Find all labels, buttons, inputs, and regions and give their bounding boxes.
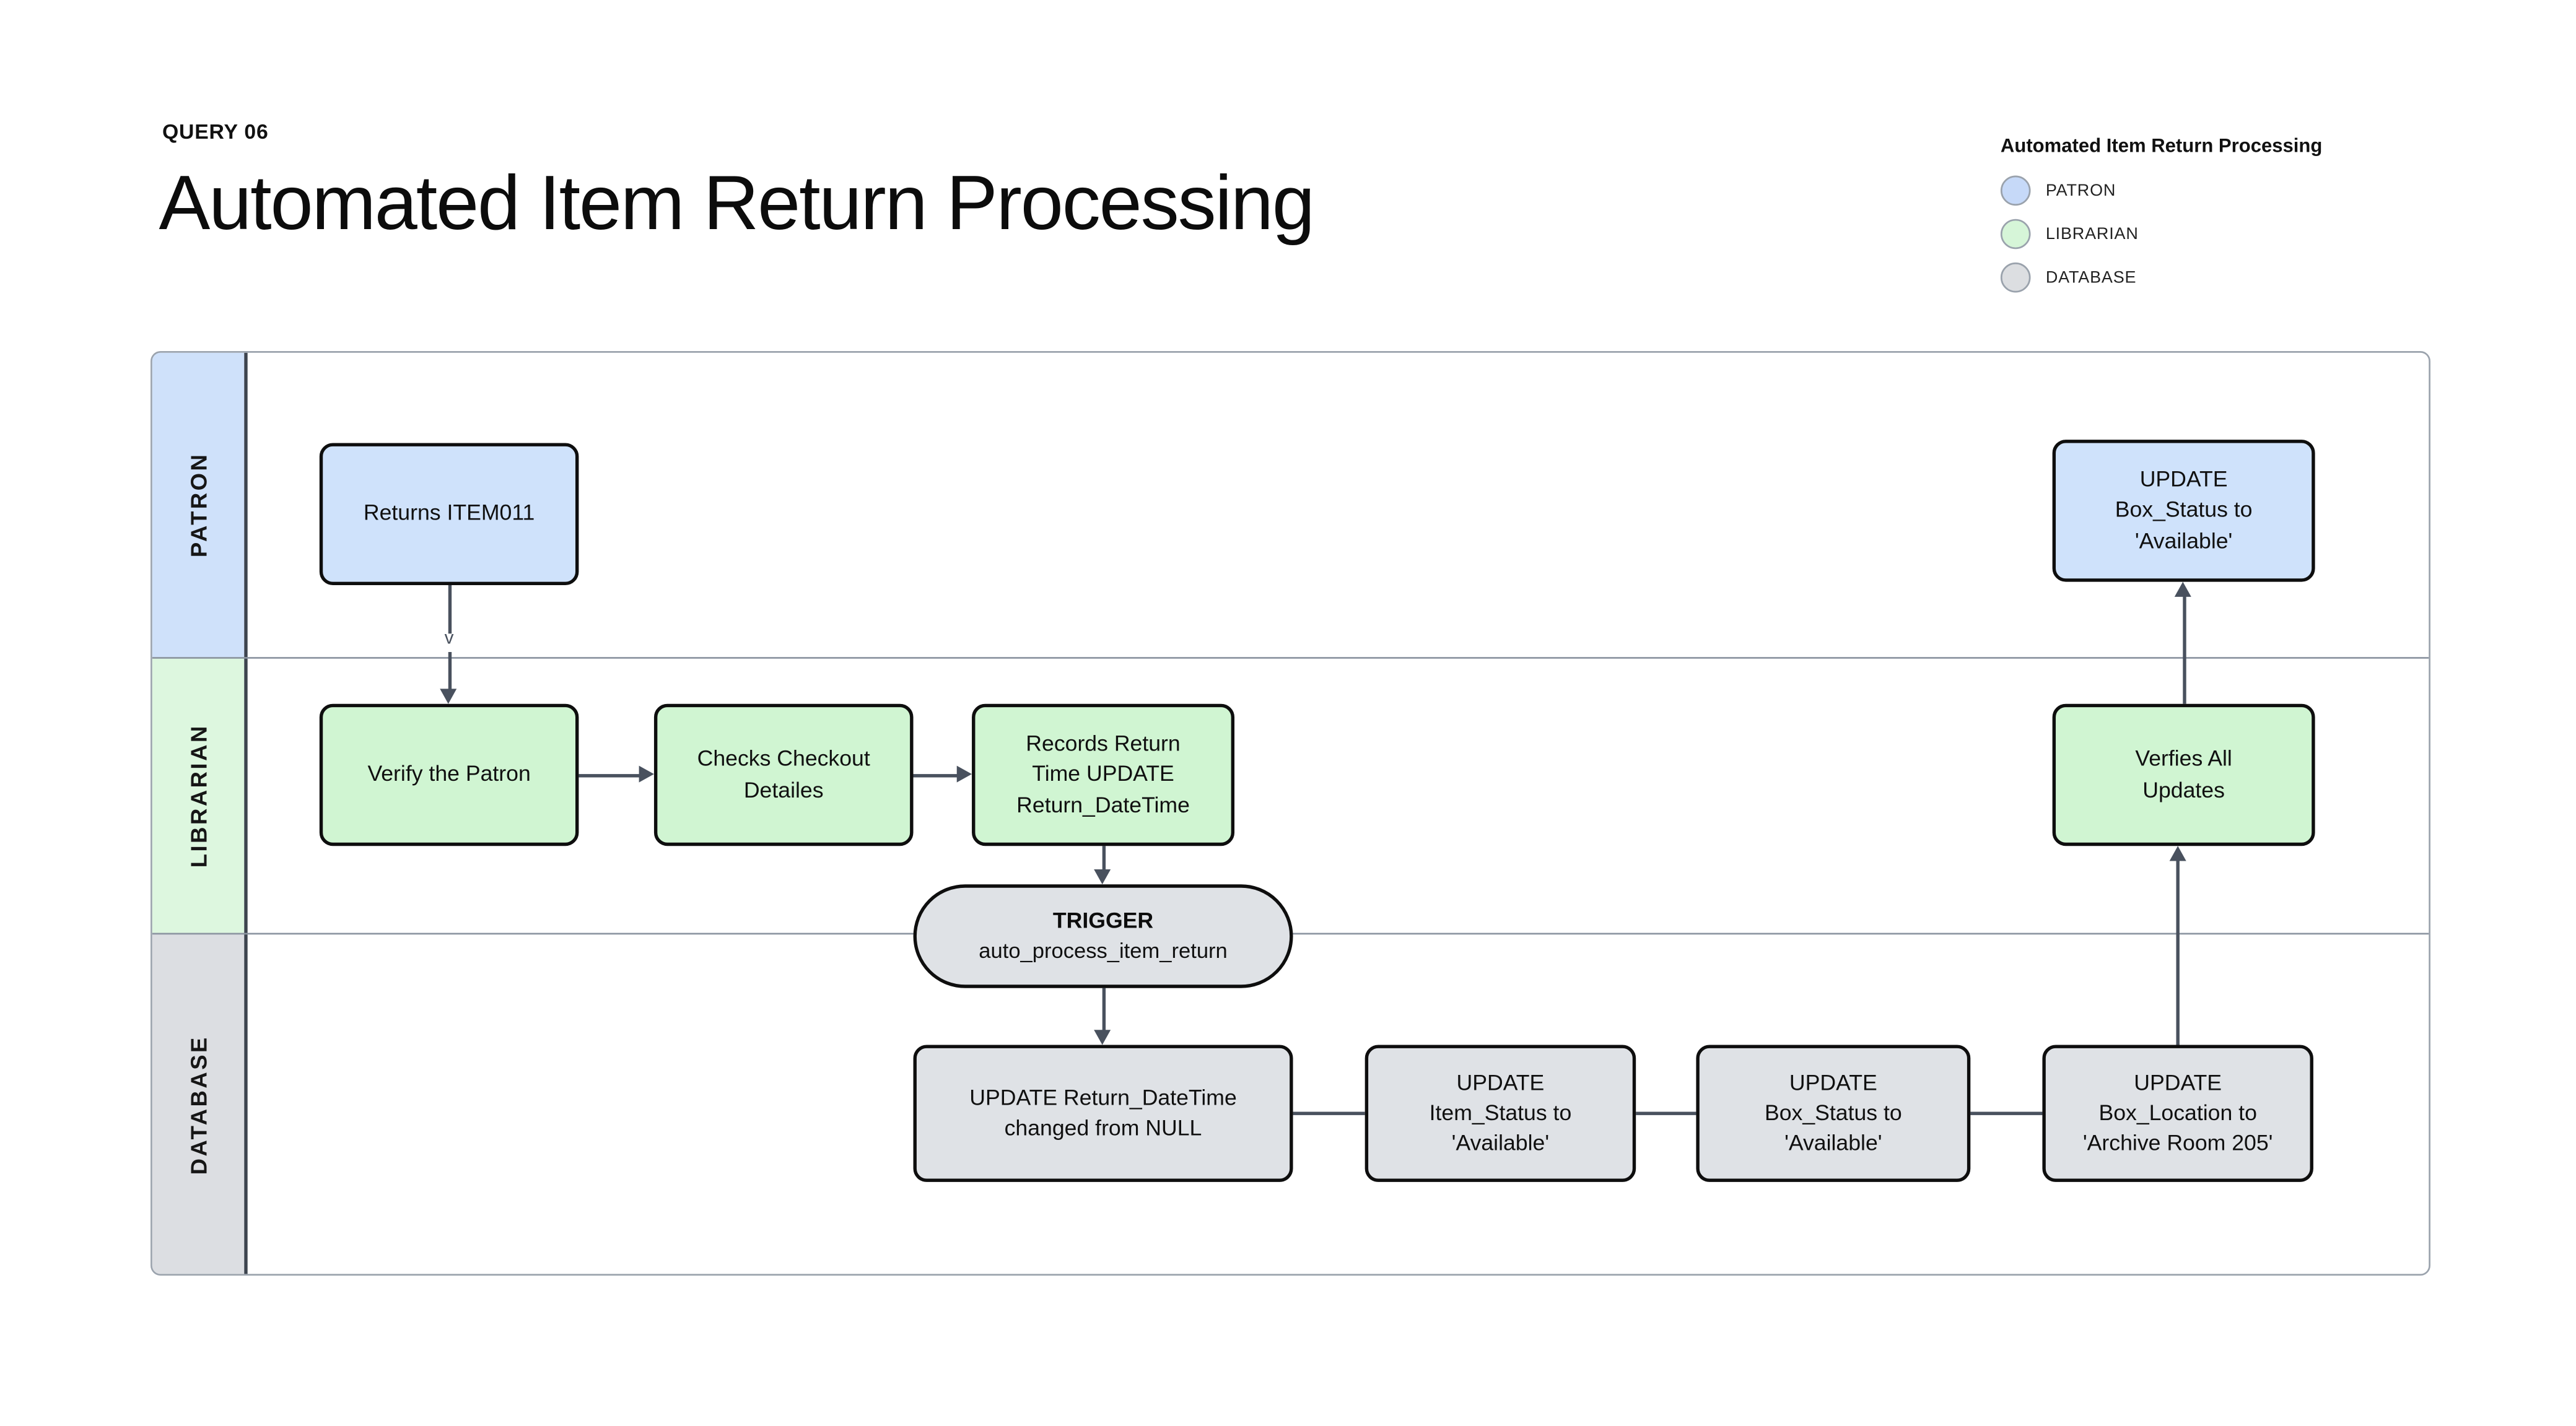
node-update-item-status: UPDATE Item_Status to 'Available' — [1364, 1045, 1636, 1182]
legend-item-librarian: LIBRARIAN — [2000, 217, 2322, 251]
node-update-box-location-label: UPDATE Box_Location to 'Archive Room 205… — [2082, 1069, 2273, 1155]
arrow-returns-to-verify-vglyph: v — [444, 628, 454, 649]
node-records-return-time: Records Return Time UPDATE Return_DateTi… — [972, 703, 1235, 846]
query-number: QUERY 06 — [162, 120, 269, 144]
arrow-verify-to-checks-head — [639, 765, 654, 783]
node-returns-item011-label: Returns ITEM011 — [363, 500, 535, 526]
lane-boundary-patron-librarian — [152, 657, 2429, 659]
legend-item-database: DATABASE — [2000, 261, 2322, 294]
connector-db3-db4 — [1970, 1111, 2043, 1115]
swimlane-container: PATRON LIBRARIAN DATABASE v — [151, 351, 2430, 1276]
arrow-trigger-to-dbupdate-line — [1101, 988, 1105, 1032]
arrow-verify-to-checks-line — [579, 773, 641, 777]
node-update-box-status-db-label: UPDATE Box_Status to 'Available' — [1764, 1069, 1902, 1155]
legend: Automated Item Return Processing PATRON … — [2000, 137, 2323, 304]
legend-label: PATRON — [2045, 181, 2116, 200]
trigger-title: TRIGGER — [1052, 908, 1154, 934]
trigger-subtitle: auto_process_item_return — [979, 938, 1228, 963]
node-checks-checkout-detailes: Checks Checkout Detailes — [653, 703, 914, 846]
arrow-records-to-trigger-line — [1101, 846, 1105, 871]
arrow-checks-to-records-head — [956, 765, 972, 783]
node-update-item-status-label: UPDATE Item_Status to 'Available' — [1429, 1069, 1572, 1155]
legend-title: Automated Item Return Processing — [2000, 137, 2323, 157]
lane-strip-patron: PATRON — [152, 352, 245, 658]
legend-swatch-patron — [2000, 175, 2031, 206]
lane-label-patron: PATRON — [185, 452, 211, 558]
node-returns-item011: Returns ITEM011 — [319, 443, 579, 585]
legend-item-patron: PATRON — [2000, 174, 2322, 207]
arrow-returns-to-verify-line-top — [447, 585, 451, 634]
legend-swatch-librarian — [2000, 219, 2031, 250]
lane-label-database: DATABASE — [185, 1035, 211, 1175]
arrow-trigger-to-dbupdate-head — [1094, 1030, 1111, 1045]
lane-label-librarian: LIBRARIAN — [185, 723, 211, 867]
lane-strip-divider — [244, 352, 247, 1274]
node-verfies-all-updates-label: Verfies All Updates — [2135, 746, 2232, 802]
node-update-box-status-patron: UPDATE Box_Status to 'Available' — [2052, 440, 2315, 582]
node-verify-the-patron-label: Verify the Patron — [367, 761, 531, 787]
legend-swatch-database — [2000, 262, 2031, 293]
node-update-box-status-patron-label: UPDATE Box_Status to 'Available' — [2115, 466, 2253, 553]
lane-strip-database: DATABASE — [152, 933, 245, 1274]
arrow-verifies-to-boxstatus-head — [2174, 581, 2191, 597]
arrow-verifies-to-boxstatus-line — [2181, 595, 2186, 704]
arrow-boxlocation-to-verifies-line — [2176, 859, 2180, 1045]
arrow-returns-to-verify-line-bottom — [447, 652, 451, 691]
arrow-checks-to-records-line — [913, 773, 959, 777]
legend-label: DATABASE — [2045, 268, 2137, 287]
page-title: Automated Item Return Processing — [159, 159, 1315, 246]
node-records-return-time-label: Records Return Time UPDATE Return_DateTi… — [1016, 731, 1190, 817]
node-update-box-location: UPDATE Box_Location to 'Archive Room 205… — [2042, 1045, 2313, 1182]
arrow-records-to-trigger-head — [1094, 869, 1111, 885]
legend-label: LIBRARIAN — [2045, 225, 2139, 243]
node-trigger-auto-process-item-return: TRIGGER auto_process_item_return — [913, 884, 1293, 988]
node-update-return-datetime-label: UPDATE Return_DateTime changed from NULL — [969, 1084, 1237, 1141]
node-verfies-all-updates: Verfies All Updates — [2052, 703, 2315, 846]
connector-db1-db2 — [1293, 1111, 1365, 1115]
connector-db2-db3 — [1636, 1111, 1696, 1115]
arrow-returns-to-verify-head — [440, 689, 457, 704]
lane-strip-librarian: LIBRARIAN — [152, 657, 245, 933]
node-checks-checkout-detailes-label: Checks Checkout Detailes — [697, 746, 870, 802]
arrow-boxlocation-to-verifies-head — [2168, 846, 2186, 861]
node-verify-the-patron: Verify the Patron — [319, 703, 579, 846]
node-update-box-status-db: UPDATE Box_Status to 'Available' — [1696, 1045, 1971, 1182]
node-update-return-datetime: UPDATE Return_DateTime changed from NULL — [913, 1045, 1293, 1182]
